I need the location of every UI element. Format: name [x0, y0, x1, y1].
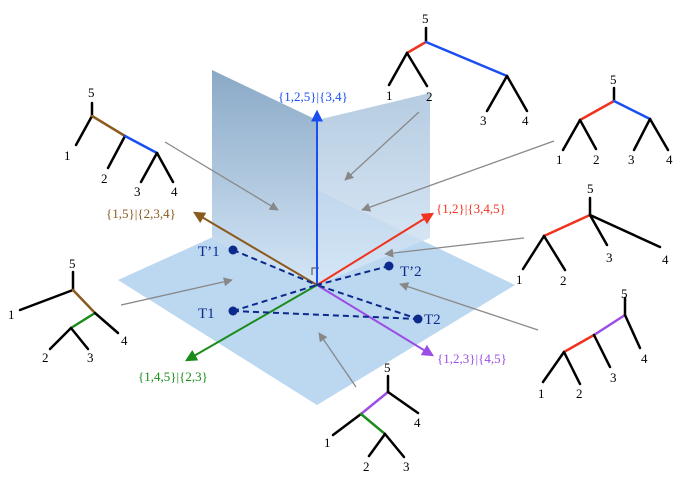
point-t2	[413, 314, 423, 324]
tree-mid-left-leaf-1: 1	[8, 307, 15, 322]
pointer-arrow	[384, 237, 525, 258]
tree-top-center-leaf-2: 2	[426, 89, 433, 104]
tree-bottom-center-leaf-4: 4	[414, 415, 421, 430]
point-t2-prime	[384, 261, 394, 271]
geodesic-t1-t2-direct	[232, 310, 419, 320]
axis-label-green: {1,4,5}|{2,3}	[138, 369, 208, 384]
tree-bottom-center-leaf-2: 2	[363, 459, 370, 474]
tree-top-center-leaf-3: 3	[480, 113, 487, 128]
axis-label-purple: {1,2,3}|{4,5}	[437, 351, 507, 366]
tree-bottom-center-leaf-1: 1	[324, 435, 331, 450]
tree-bottom-right-leaf-1: 1	[538, 386, 545, 401]
tree-bottom-center	[331, 374, 420, 459]
pointer-arrow	[164, 141, 279, 211]
point-label-t2: T2	[424, 312, 441, 328]
tree-top-left	[74, 101, 175, 184]
tree-top-left-leaf-1: 1	[64, 148, 71, 163]
tree-bottom-right-leaf-3: 3	[610, 370, 617, 385]
tree-top-right-leaf-5: 5	[610, 72, 617, 87]
tree-bottom-right	[541, 296, 642, 386]
tree-top-left-leaf-4: 4	[171, 184, 178, 199]
tree-top-center-leaf-1: 1	[386, 88, 393, 103]
geodesic-t1p-t2p	[232, 249, 390, 287]
tree-top-right-leaf-4: 4	[666, 152, 673, 167]
tree-mid-right-leaf-2: 2	[560, 273, 567, 288]
tree-top-center	[387, 26, 529, 113]
tree-top-right-leaf-2: 2	[593, 152, 600, 167]
tree-bottom-right-leaf-5: 5	[621, 286, 628, 301]
tree-mid-left	[18, 270, 120, 351]
tree-top-center-leaf-4: 4	[522, 113, 529, 128]
tree-mid-right-leaf-3: 3	[606, 250, 613, 265]
tree-mid-left-leaf-4: 4	[121, 333, 128, 348]
pointer-arrow	[344, 111, 420, 181]
tree-mid-left-leaf-3: 3	[87, 350, 94, 365]
point-label-t1: T1	[198, 306, 215, 322]
pointer-arrow	[120, 277, 233, 306]
tree-bottom-center-leaf-3: 3	[403, 459, 410, 474]
pointer-arrow	[399, 282, 539, 331]
tree-top-left-leaf-2: 2	[101, 171, 108, 186]
point-label-t1-prime: T’1	[198, 244, 220, 260]
vertical-wall-left	[212, 70, 317, 285]
tree-mid-left-leaf-2: 2	[42, 350, 49, 365]
tree-top-left-leaf-5: 5	[88, 85, 95, 100]
axis-label-red: {1,2}|{3,4,5}	[436, 201, 506, 216]
axis-purple	[316, 284, 435, 357]
pointer-arrow	[361, 140, 555, 212]
point-label-t2-prime: T’2	[400, 264, 422, 280]
axis-label-brown: {1,5}|{2,3,4}	[106, 206, 176, 221]
tree-top-right-leaf-1: 1	[556, 152, 563, 167]
tree-mid-right	[521, 196, 662, 272]
tree-top-left-leaf-3: 3	[134, 184, 141, 199]
tree-bottom-right-leaf-2: 2	[576, 386, 583, 401]
point-t1	[228, 306, 238, 316]
vertical-wall-right	[317, 93, 430, 285]
tree-top-right-leaf-3: 3	[628, 152, 635, 167]
tree-bottom-right-leaf-4: 4	[641, 351, 648, 366]
tree-bottom-center-leaf-5: 5	[384, 360, 391, 375]
axis-red	[316, 212, 435, 286]
tree-mid-left-leaf-5: 5	[69, 256, 76, 271]
axis-green	[184, 284, 318, 362]
tree-top-right	[561, 86, 670, 152]
pointer-arrow	[318, 332, 357, 388]
axis-brown	[192, 211, 318, 286]
tree-mid-right-leaf-5: 5	[587, 181, 594, 196]
tree-mid-right-leaf-1: 1	[516, 272, 523, 287]
tree-top-center-leaf-5: 5	[422, 11, 429, 26]
tree-mid-right-leaf-4: 4	[662, 252, 669, 267]
point-t1-prime	[228, 245, 238, 255]
axis-label-blue: {1,2,5}|{3,4}	[278, 89, 348, 104]
